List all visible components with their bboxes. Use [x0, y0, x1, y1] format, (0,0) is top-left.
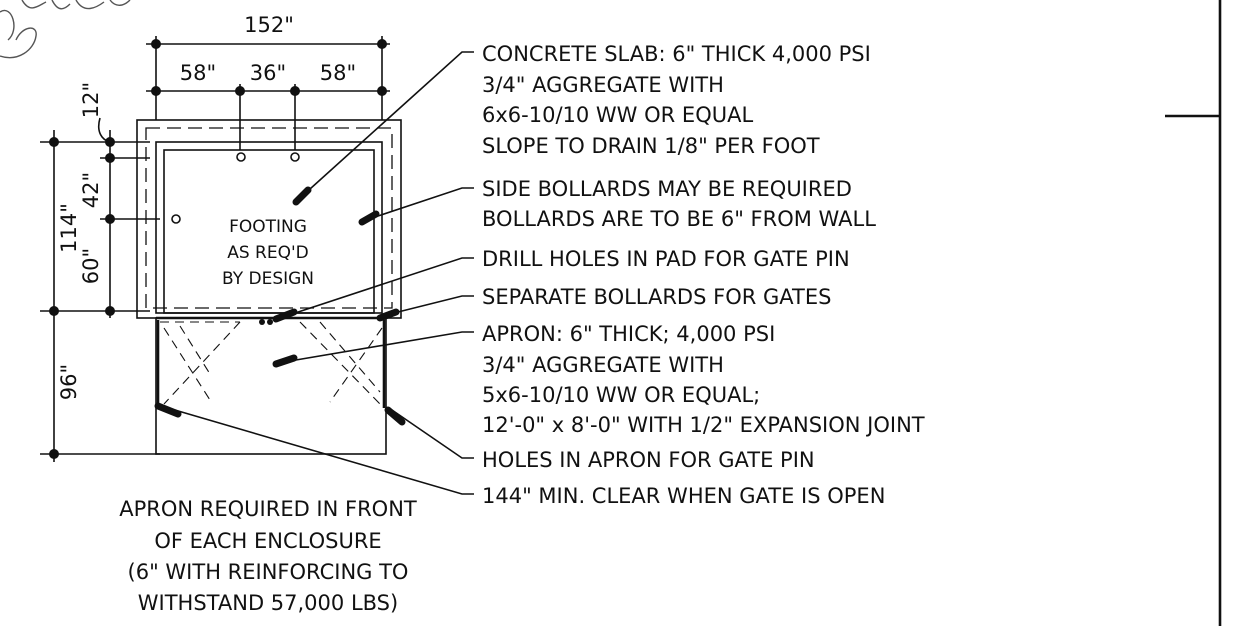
- svg-text:OF EACH ENCLOSURE: OF EACH ENCLOSURE: [154, 529, 381, 553]
- svg-text:APRON REQUIRED IN FRONT: APRON REQUIRED IN FRONT: [119, 497, 417, 521]
- dim-upper-depth: 42": [79, 172, 103, 208]
- svg-text:WITHSTAND 57,000 LBS): WITHSTAND 57,000 LBS): [138, 591, 398, 615]
- dim-apron-depth: 96": [57, 364, 81, 400]
- svg-text:(6" WITH REINFORCING TO: (6" WITH REINFORCING TO: [128, 560, 409, 584]
- note-line: SEPARATE BOLLARDS FOR GATES: [482, 285, 831, 309]
- svg-text:AS REQ'D: AS REQ'D: [227, 243, 309, 263]
- note-line: APRON: 6" THICK; 4,000 PSI: [482, 322, 775, 346]
- note-line: 6x6-10/10 WW OR EQUAL: [482, 103, 753, 127]
- svg-text:BY DESIGN: BY DESIGN: [222, 269, 314, 289]
- note-line: SLOPE TO DRAIN 1/8" PER FOOT: [482, 134, 820, 158]
- note-line: BOLLARDS ARE TO BE 6" FROM WALL: [482, 207, 876, 231]
- gate-pin-hole: [171, 214, 181, 224]
- note-line: 12'-0" x 8'-0" WITH 1/2" EXPANSION JOINT: [482, 413, 925, 437]
- dim-lower-depth: 60": [79, 248, 103, 284]
- dim-overall-width: 152": [244, 13, 294, 37]
- width-dimensions: 152" 58" 36" 58": [146, 13, 390, 150]
- depth-dimensions: 114" 96" 12" 42" 60": [40, 82, 160, 462]
- gate-pin-hole: [236, 152, 246, 162]
- svg-text:FOOTING: FOOTING: [229, 217, 307, 237]
- note-line: SIDE BOLLARDS MAY BE REQUIRED: [482, 177, 852, 201]
- dim-left-seg: 58": [180, 61, 216, 85]
- note-line: HOLES IN APRON FOR GATE PIN: [482, 448, 815, 472]
- construction-notes: CONCRETE SLAB: 6" THICK 4,000 PSI 3/4" A…: [482, 42, 925, 508]
- leader-lines: [154, 51, 474, 495]
- dim-top-offset: 12": [79, 82, 103, 118]
- note-line: CONCRETE SLAB: 6" THICK 4,000 PSI: [482, 42, 871, 66]
- footing-label: FOOTING AS REQ'D BY DESIGN: [222, 217, 314, 289]
- apron: [155, 316, 387, 455]
- note-line: 5x6-10/10 WW OR EQUAL;: [482, 383, 760, 407]
- note-line: 3/4" AGGREGATE WITH: [482, 73, 724, 97]
- dim-right-seg: 58": [320, 61, 356, 85]
- gate-pin-hole: [290, 152, 300, 162]
- note-line: 144" MIN. CLEAR WHEN GATE IS OPEN: [482, 484, 885, 508]
- dim-total-depth: 114": [57, 203, 81, 253]
- concrete-slab: [136, 119, 402, 319]
- handwritten-scribble: [0, 0, 131, 59]
- note-line: DRILL HOLES IN PAD FOR GATE PIN: [482, 247, 850, 271]
- apron-requirement-note: APRON REQUIRED IN FRONT OF EACH ENCLOSUR…: [119, 497, 417, 615]
- note-line: 3/4" AGGREGATE WITH: [482, 353, 724, 377]
- dim-mid-seg: 36": [250, 61, 286, 85]
